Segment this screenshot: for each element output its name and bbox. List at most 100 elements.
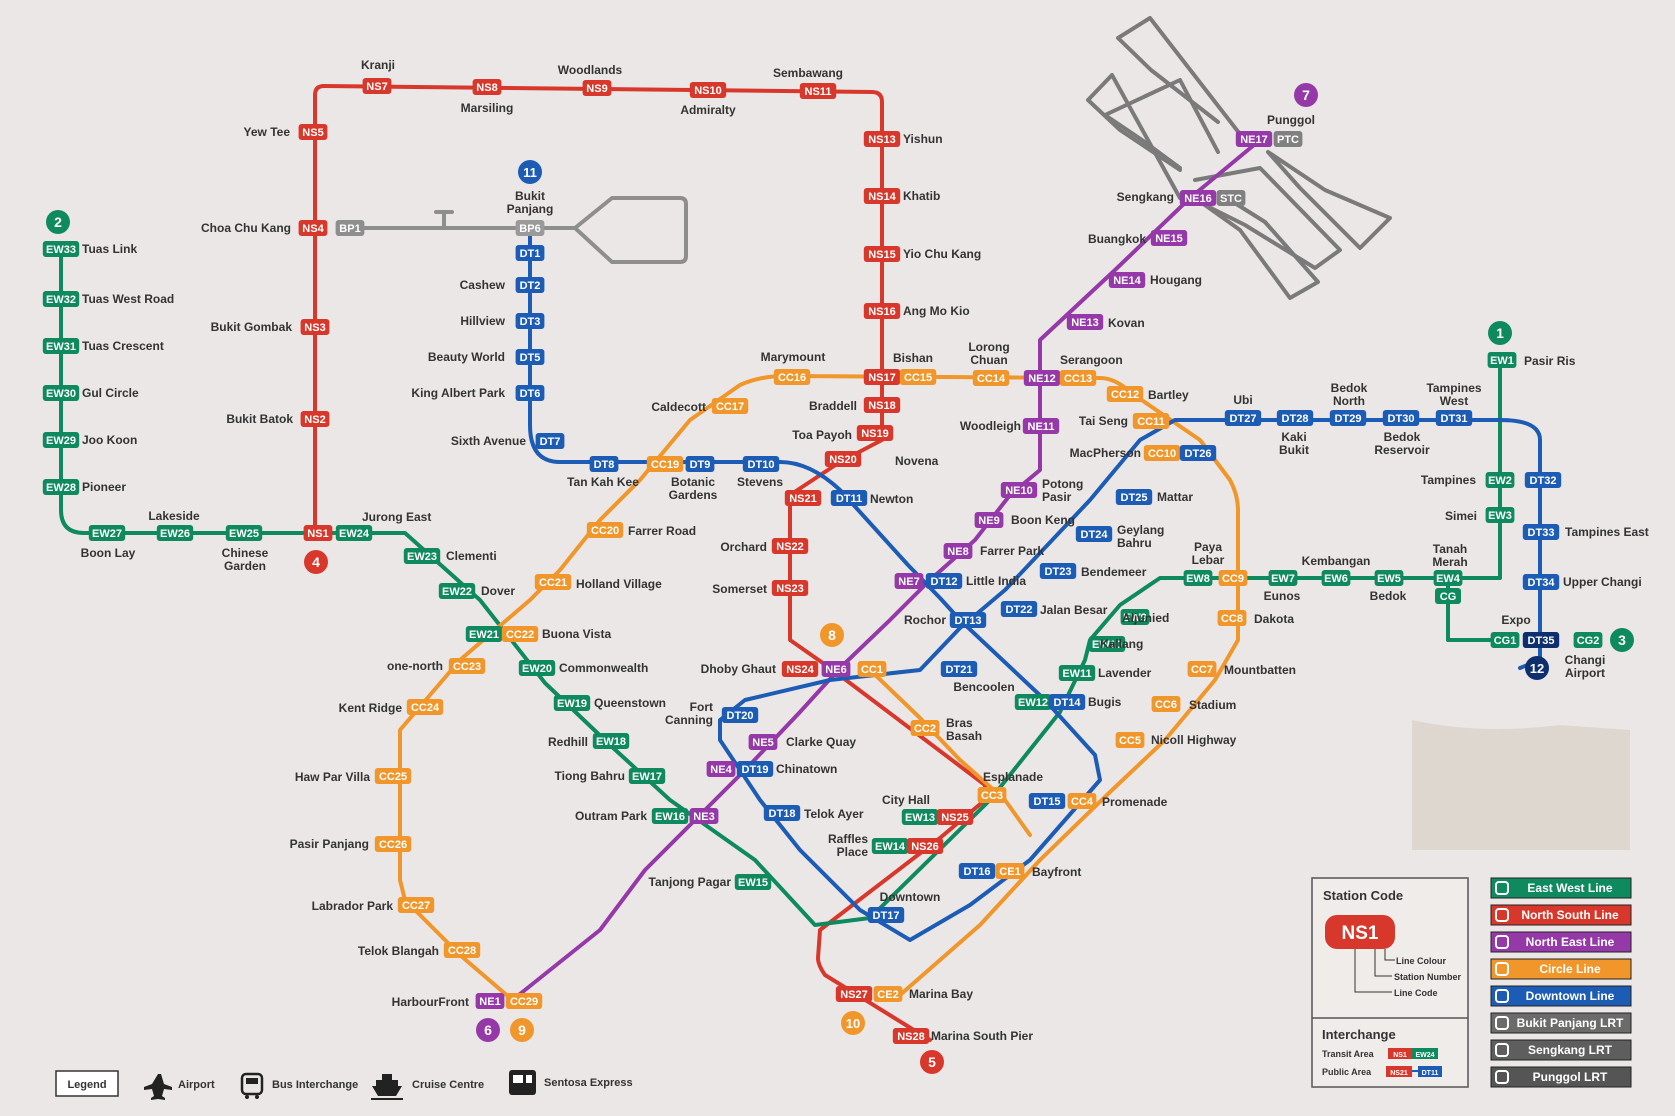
station-label[interactable]: Woodlands: [558, 63, 623, 77]
station-code-cc6[interactable]: CC6: [1151, 696, 1181, 712]
station-label[interactable]: Punggol: [1267, 113, 1315, 127]
station-label[interactable]: Dakota: [1254, 612, 1294, 626]
station-label[interactable]: Bedok: [1331, 381, 1368, 395]
station-code-cc24[interactable]: CC24: [406, 699, 444, 715]
station-label[interactable]: Labrador Park: [312, 899, 394, 913]
station-code-cc5[interactable]: CC5: [1115, 732, 1145, 748]
station-label[interactable]: Haw Par Villa: [295, 770, 370, 784]
station-label[interactable]: Mountbatten: [1224, 663, 1296, 677]
station-code-ns23[interactable]: NS23: [771, 580, 809, 596]
station-code-dt11[interactable]: DT11: [830, 490, 868, 506]
station-code-ns11[interactable]: NS11: [799, 83, 837, 99]
line-item-ne[interactable]: North East Line: [1490, 931, 1632, 953]
station-code-cc15[interactable]: CC15: [899, 369, 937, 385]
station-code-dt34[interactable]: DT34: [1522, 574, 1560, 590]
station-code-dt20[interactable]: DT20: [721, 707, 759, 723]
station-label[interactable]: Aljunied: [1122, 611, 1169, 625]
station-code-dt12[interactable]: DT12: [925, 573, 963, 589]
station-code-cc8[interactable]: CC8: [1217, 610, 1247, 626]
station-code-cc20[interactable]: CC20: [586, 522, 624, 538]
station-label[interactable]: Ang Mo Kio: [903, 304, 970, 318]
station-code-ew8[interactable]: EW8: [1183, 570, 1213, 586]
station-label[interactable]: Pasir: [1042, 490, 1072, 504]
station-code-ew1[interactable]: EW1: [1487, 352, 1517, 368]
station-code-ne15[interactable]: NE15: [1150, 230, 1188, 246]
station-label[interactable]: Sengkang: [1117, 190, 1174, 204]
station-label[interactable]: Paya: [1194, 540, 1222, 554]
station-code-cc26[interactable]: CC26: [374, 836, 412, 852]
station-label[interactable]: Simei: [1445, 509, 1477, 523]
station-label[interactable]: Canning: [665, 713, 713, 727]
station-label[interactable]: Garden: [224, 559, 266, 573]
station-code-ns7[interactable]: NS7: [362, 78, 392, 94]
station-label[interactable]: Bayfront: [1032, 865, 1081, 879]
station-code-dt9[interactable]: DT9: [685, 456, 715, 472]
station-label[interactable]: Yio Chu Kang: [903, 247, 981, 261]
station-code-bp6[interactable]: BP6: [515, 220, 545, 236]
station-label[interactable]: Tampines East: [1565, 525, 1649, 539]
station-label[interactable]: Sembawang: [773, 66, 843, 80]
station-label[interactable]: Boon Keng: [1011, 513, 1075, 527]
station-label[interactable]: Esplanade: [983, 770, 1043, 784]
station-code-dt18[interactable]: DT18: [763, 805, 801, 821]
station-code-ns27[interactable]: NS27: [835, 986, 873, 1002]
station-label[interactable]: Woodleigh: [960, 419, 1021, 433]
station-code-ns13[interactable]: NS13: [863, 131, 901, 147]
station-code-ew29[interactable]: EW29: [42, 432, 80, 448]
station-label[interactable]: MacPherson: [1070, 446, 1141, 460]
station-code-ns15[interactable]: NS15: [863, 246, 901, 262]
station-label[interactable]: Bugis: [1088, 695, 1122, 709]
station-code-ptc[interactable]: PTC: [1273, 131, 1303, 147]
station-label[interactable]: Geylang: [1117, 523, 1164, 537]
station-code-ns18[interactable]: NS18: [863, 397, 901, 413]
station-code-ns1[interactable]: NS1: [303, 525, 333, 541]
station-code-dt24[interactable]: DT24: [1075, 526, 1113, 542]
station-code-ew4[interactable]: EW4: [1433, 570, 1463, 586]
station-code-cc25[interactable]: CC25: [374, 768, 412, 784]
station-label[interactable]: Marina Bay: [909, 987, 973, 1001]
station-label[interactable]: King Albert Park: [411, 386, 505, 400]
station-label[interactable]: Joo Koon: [82, 433, 137, 447]
station-code-ew30[interactable]: EW30: [42, 385, 80, 401]
station-label[interactable]: Serangoon: [1060, 353, 1123, 367]
station-code-dt19[interactable]: DT19: [736, 761, 774, 777]
station-label[interactable]: Choa Chu Kang: [201, 221, 291, 235]
station-label[interactable]: West: [1440, 394, 1468, 408]
station-code-cc17[interactable]: CC17: [711, 398, 749, 414]
station-code-cc21[interactable]: CC21: [534, 574, 572, 590]
station-label[interactable]: Cashew: [460, 278, 506, 292]
station-code-ns9[interactable]: NS9: [582, 80, 612, 96]
station-code-ew27[interactable]: EW27: [88, 525, 126, 541]
station-label[interactable]: Jurong East: [362, 510, 431, 524]
station-code-ew3[interactable]: EW3: [1485, 507, 1515, 523]
station-label[interactable]: Promenade: [1102, 795, 1168, 809]
station-label[interactable]: Chinatown: [776, 762, 837, 776]
station-code-ne7[interactable]: NE7: [894, 573, 924, 589]
station-label[interactable]: Telok Blangah: [358, 944, 439, 958]
line-item-ew[interactable]: East West Line: [1490, 877, 1632, 899]
station-code-ew28[interactable]: EW28: [42, 479, 80, 495]
station-code-ne3[interactable]: NE3: [689, 808, 719, 824]
station-code-dt27[interactable]: DT27: [1224, 410, 1262, 426]
station-code-ne12[interactable]: NE12: [1023, 370, 1061, 386]
station-label[interactable]: Toa Payoh: [792, 428, 852, 442]
station-label[interactable]: Bencoolen: [953, 680, 1014, 694]
station-label[interactable]: Nicoll Highway: [1151, 733, 1237, 747]
station-label[interactable]: Lavender: [1098, 666, 1152, 680]
station-label[interactable]: Bukit Batok: [226, 412, 293, 426]
station-label[interactable]: Panjang: [507, 202, 554, 216]
station-label[interactable]: Boon Lay: [81, 546, 136, 560]
station-code-ew13[interactable]: EW13: [901, 809, 939, 825]
station-code-ew20[interactable]: EW20: [518, 660, 556, 676]
station-code-dt15[interactable]: DT15: [1028, 793, 1066, 809]
station-label[interactable]: Tiong Bahru: [555, 769, 625, 783]
station-code-ew19[interactable]: EW19: [553, 695, 591, 711]
station-label[interactable]: Farrer Park: [980, 544, 1044, 558]
station-label[interactable]: Expo: [1501, 613, 1530, 627]
station-label[interactable]: Upper Changi: [1563, 575, 1642, 589]
station-code-ew25[interactable]: EW25: [225, 525, 263, 541]
station-code-ns16[interactable]: NS16: [863, 303, 901, 319]
station-label[interactable]: Botanic: [671, 475, 715, 489]
station-label[interactable]: Kaki: [1281, 430, 1306, 444]
station-code-ew17[interactable]: EW17: [628, 768, 666, 784]
